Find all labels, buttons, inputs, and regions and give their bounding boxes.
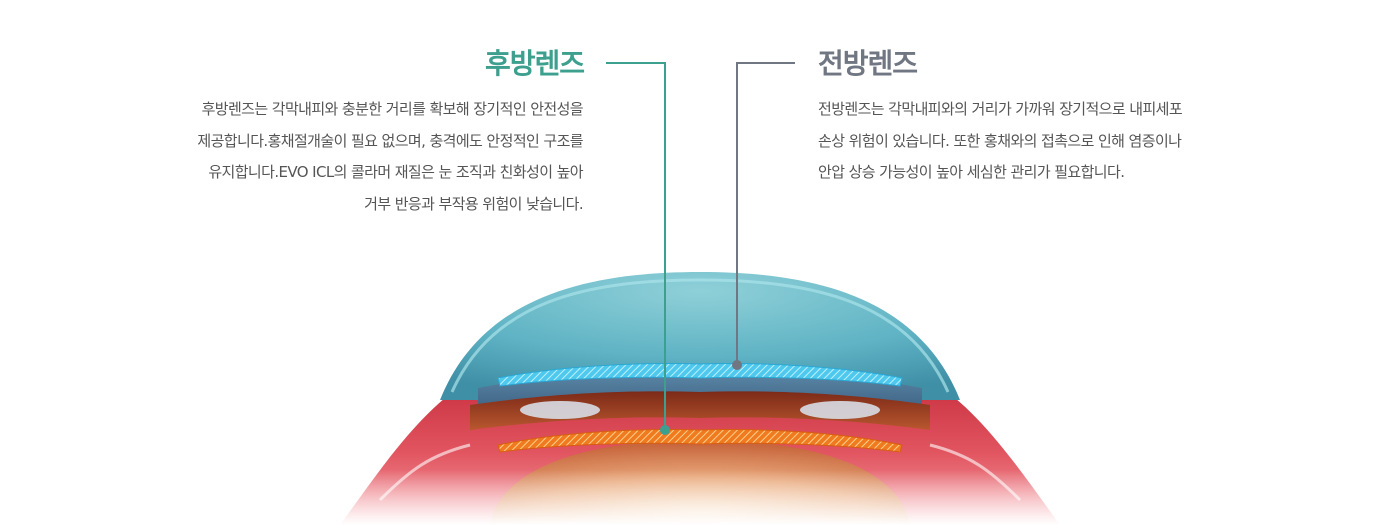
- anterior-lens-title: 전방렌즈: [818, 47, 918, 80]
- posterior-lens-description: 후방렌즈는 각막내피와 충분한 거리를 확보해 장기적인 안전성을 제공합니다.…: [197, 94, 583, 220]
- anterior-lens-description: 전방렌즈는 각막내피와의 거리가 가까워 장기적으로 내피세포 손상 위험이 있…: [818, 94, 1183, 189]
- posterior-lens-implant: [497, 429, 903, 453]
- description-line: 손상 위험이 있습니다. 또한 홍채와의 접촉으로 인해 염증이나: [818, 131, 1182, 150]
- anterior-lens-leader-line: [732, 62, 795, 370]
- anterior-lens-implant: [497, 363, 903, 387]
- description-line: 유지합니다.EVO ICL의 콜라머 재질은 눈 조직과 친화성이 높아: [208, 163, 583, 181]
- description-line: 제공합니다.홍채절개술이 필요 없으며, 충격에도 안정적인 구조를: [197, 131, 583, 150]
- posterior-lens-title: 후방렌즈: [484, 47, 585, 80]
- description-line: 안압 상승 가능성이 높아 세심한 관리가 필요합니다.: [818, 163, 1125, 181]
- description-line: 전방렌즈는 각막내피와의 거리가 가까워 장기적으로 내피세포: [818, 100, 1183, 118]
- description-line: 거부 반응과 부작용 위험이 낮습니다.: [364, 194, 583, 213]
- description-line: 후방렌즈는 각막내피와 충분한 거리를 확보해 장기적인 안전성을: [201, 100, 584, 118]
- posterior-lens-leader-line: [606, 62, 670, 435]
- iris: [470, 391, 930, 430]
